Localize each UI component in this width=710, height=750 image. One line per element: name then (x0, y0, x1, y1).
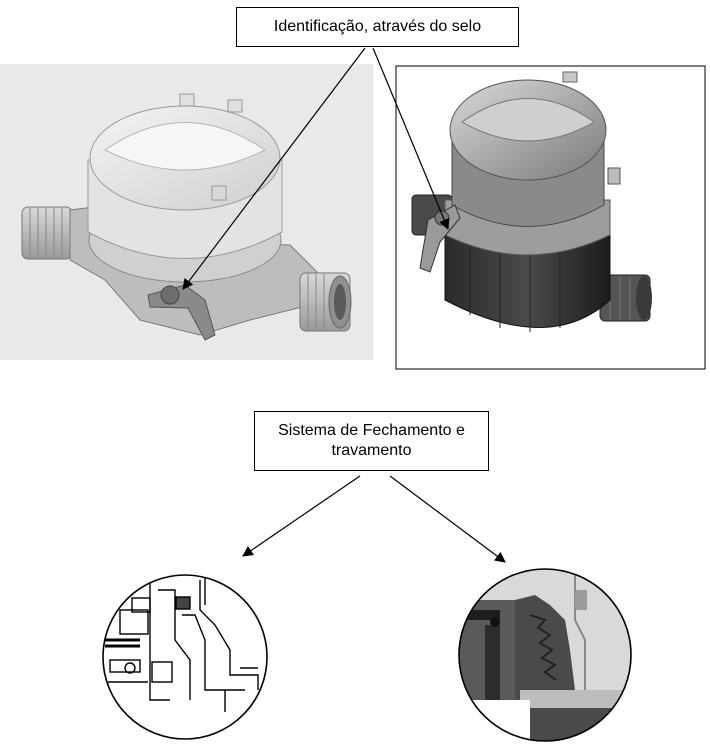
closing-system-label-line-2: travamento (331, 442, 412, 459)
arrow-to-left-detail (242, 475, 361, 557)
left-meter-inlet-thread (21, 206, 73, 260)
arrow-to-right-detail (389, 475, 506, 563)
right-water-meter-illustration (411, 71, 652, 332)
left-closing-detail-circle (102, 574, 268, 740)
arrow-to-right-seal (372, 47, 450, 230)
left-meter-outlet-thread (299, 272, 352, 332)
closing-system-label-line-1: Sistema de Fechamento e (278, 422, 465, 439)
left-water-meter-illustration (21, 93, 352, 341)
closing-system-label: Sistema de Fechamento e travamento (254, 411, 489, 471)
arrow-to-left-seal (182, 47, 366, 290)
seal-identification-label-text: Identificação, através do selo (273, 18, 482, 35)
right-meter-outlet-thread (599, 274, 652, 322)
seal-identification-label: Identificação, através do selo (236, 7, 519, 47)
right-closing-detail-circle (458, 568, 632, 742)
